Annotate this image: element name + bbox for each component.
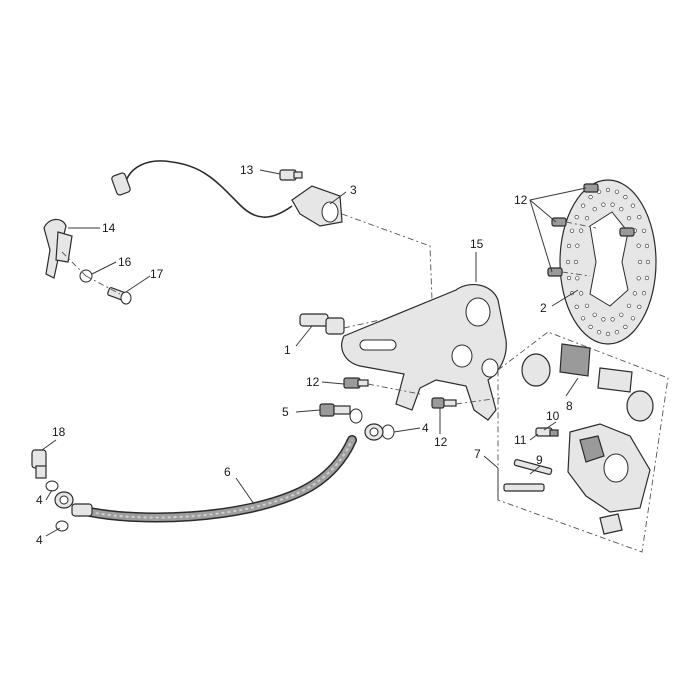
brake-disc bbox=[559, 179, 657, 345]
disc-vent-hole bbox=[566, 243, 572, 249]
bracket-screw-left bbox=[343, 377, 369, 389]
disc-vent-hole bbox=[592, 207, 597, 212]
disc-bolts bbox=[547, 183, 635, 277]
caliper-body bbox=[567, 423, 651, 535]
disc-vent-hole bbox=[614, 189, 620, 194]
sensor-screw bbox=[279, 169, 303, 181]
disc-vent-hole bbox=[575, 276, 580, 281]
disc-vent-hole bbox=[569, 228, 575, 233]
disc-vent-hole bbox=[601, 202, 606, 207]
disc-vent-hole bbox=[626, 303, 632, 308]
disc-vent-hole bbox=[575, 243, 580, 248]
disc-vent-hole bbox=[592, 312, 597, 317]
sealing-washer bbox=[349, 408, 363, 424]
callout-12-lower: 12 bbox=[434, 435, 448, 449]
callout-2: 2 bbox=[540, 301, 547, 315]
brake-hose bbox=[54, 423, 384, 523]
callout-9: 9 bbox=[536, 453, 543, 467]
disc-vent-hole bbox=[632, 291, 638, 296]
disc-vent-hole bbox=[580, 316, 586, 321]
callout-6: 6 bbox=[224, 465, 231, 479]
disc-vent-hole bbox=[580, 203, 586, 208]
disc-vent-hole bbox=[601, 317, 606, 322]
disc-vent-hole bbox=[637, 304, 642, 310]
callout-18: 18 bbox=[52, 425, 66, 439]
callout-12-disc: 12 bbox=[514, 193, 528, 207]
callout-14: 14 bbox=[102, 221, 116, 235]
callout-4-upper: 4 bbox=[36, 493, 43, 507]
sealing-washer bbox=[45, 480, 59, 492]
speed-sensor bbox=[291, 185, 343, 227]
spacer-bolt bbox=[107, 287, 132, 305]
callout-1: 1 bbox=[284, 343, 291, 357]
disc-vent-hole bbox=[637, 259, 643, 265]
disc-vent-hole bbox=[619, 207, 624, 212]
disc-vent-hole bbox=[605, 331, 611, 337]
disc-vent-hole bbox=[623, 195, 628, 200]
disc-vent-hole bbox=[637, 215, 642, 220]
disc-vent-hole bbox=[573, 259, 579, 265]
disc-vent-hole bbox=[566, 275, 572, 281]
disc-vent-hole bbox=[574, 215, 579, 220]
callout-4-lower: 4 bbox=[36, 533, 43, 547]
disc-vent-hole bbox=[626, 216, 632, 221]
callout-16: 16 bbox=[118, 255, 132, 269]
disc-vent-hole bbox=[614, 330, 620, 335]
disc-vent-hole bbox=[630, 203, 636, 208]
disc-vent-hole bbox=[636, 243, 641, 248]
callout-4-caliper: 4 bbox=[422, 421, 429, 435]
callout-10: 10 bbox=[546, 409, 560, 423]
leader-lines bbox=[41, 169, 587, 537]
pad-pin bbox=[503, 459, 553, 492]
union-bolt bbox=[31, 449, 47, 479]
callout-13: 13 bbox=[240, 163, 254, 177]
disc-vent-hole bbox=[588, 195, 593, 200]
disc-vent-hole bbox=[584, 216, 590, 221]
disc-vent-hole bbox=[578, 291, 584, 296]
disc-vent-hole bbox=[641, 291, 647, 296]
disc-vent-hole bbox=[588, 324, 593, 330]
disc-vent-hole bbox=[645, 259, 651, 265]
callout-labels: 13 3 14 16 17 12 2 15 1 12 5 4 12 8 10 1… bbox=[36, 163, 573, 547]
callout-11: 11 bbox=[514, 433, 527, 447]
callout-7: 7 bbox=[474, 447, 481, 461]
callout-5: 5 bbox=[282, 405, 289, 419]
callout-12-bracket: 12 bbox=[306, 375, 320, 389]
disc-vent-hole bbox=[610, 202, 615, 207]
sealing-washer bbox=[381, 424, 395, 440]
bracket-screw-right bbox=[431, 397, 457, 409]
disc-vent-hole bbox=[605, 187, 611, 193]
disc-vent-hole bbox=[574, 304, 579, 310]
disc-vent-hole bbox=[578, 228, 584, 233]
callout-15: 15 bbox=[470, 237, 484, 251]
caliper-bracket bbox=[341, 283, 507, 421]
assembly-reference-lines bbox=[61, 213, 597, 405]
disc-vent-hole bbox=[619, 312, 624, 317]
cable-clamp bbox=[43, 218, 73, 279]
callout-17: 17 bbox=[150, 267, 164, 281]
disc-vent-hole bbox=[610, 317, 615, 322]
bleeder-valve bbox=[535, 427, 559, 437]
disc-vent-hole bbox=[565, 259, 571, 265]
bracket-pin bbox=[299, 313, 345, 335]
disc-vent-hole bbox=[584, 303, 590, 308]
banjo-bolt bbox=[319, 403, 351, 417]
callout-8: 8 bbox=[566, 399, 573, 413]
disc-vent-hole bbox=[644, 243, 650, 249]
disc-vent-hole bbox=[641, 228, 647, 233]
disc-vent-hole bbox=[630, 316, 636, 321]
disc-vent-hole bbox=[623, 324, 628, 330]
disc-vent-hole bbox=[636, 276, 641, 281]
brake-pads bbox=[521, 343, 654, 422]
callout-3: 3 bbox=[350, 183, 357, 197]
disc-vent-hole bbox=[644, 275, 650, 281]
disc-vent-hole bbox=[596, 330, 602, 335]
sensor-cable bbox=[111, 160, 293, 218]
